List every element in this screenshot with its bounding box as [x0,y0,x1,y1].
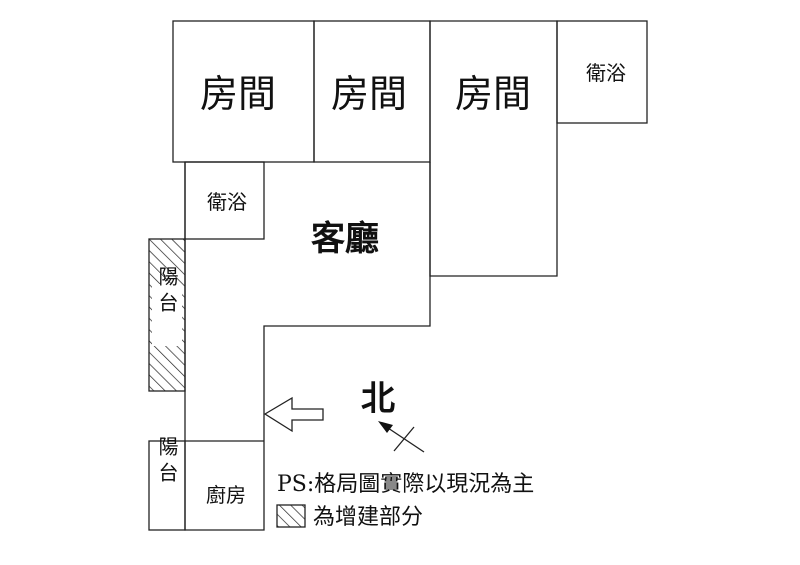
balcony-lower-label: 陽台 [155,436,179,488]
bath-top-label: 衛浴 [586,61,626,85]
entrance-arrow-icon [263,396,324,433]
bath-left-outline [184,161,265,240]
disclaimer-note: PS:格局圖實際以現況為主 [277,472,534,497]
room-1-label: 房間 [200,72,276,116]
balcony-upper-label: 陽台 [155,266,179,318]
balcony-upper-label-bg [152,284,182,346]
room-3-outline [429,20,558,277]
balcony-lower-outline [148,440,186,531]
living-label: 客廳 [311,219,379,259]
bath-top-outline [556,20,648,124]
legend-hatch-swatch [276,504,306,528]
legend-note: 為增建部分 [313,505,423,530]
room-3-label: 房間 [455,72,531,116]
north-arrow-head-icon [378,421,393,433]
room-2-label: 房間 [331,72,407,116]
north-arrow-cross [393,426,415,452]
compass-label: 北 [361,379,395,419]
kitchen-label: 廚房 [206,483,246,507]
bath-left-label: 衛浴 [207,190,247,214]
